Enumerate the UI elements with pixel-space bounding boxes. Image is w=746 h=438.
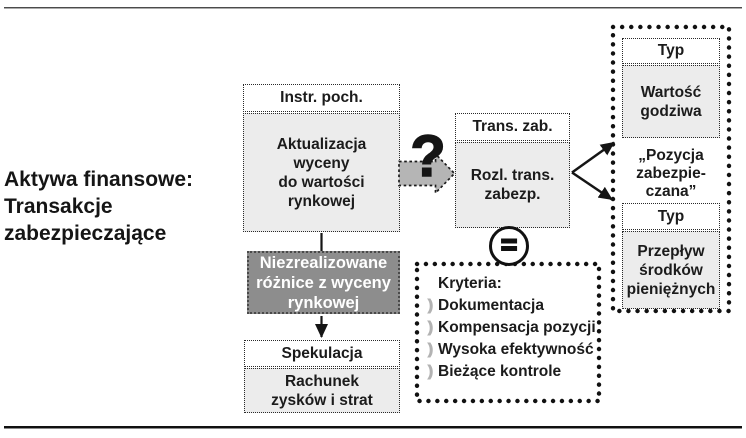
criteria-title: Kryteria: (438, 275, 502, 292)
cash-flow-type-header: Typ (622, 203, 720, 230)
hedge-transaction-box: Trans. zab. Rozl. trans. zabezp. (455, 113, 570, 228)
hedged-position-label: „Pozycja zabezpie- czana” (636, 147, 706, 200)
criteria-item-label: Dokumentacja (438, 297, 544, 314)
equals-badge: = (489, 226, 529, 266)
criteria-item-label: Kompensacja pozycji (438, 319, 596, 336)
list-item: ) Kompensacja pozycji (428, 319, 600, 341)
question-mark: ? (410, 123, 447, 190)
criteria-item-label: Wysoka efektywność (438, 341, 594, 358)
speculation-box-header: Spekulacja (244, 340, 400, 367)
list-item: ) Wysoka efektywność (428, 341, 600, 363)
chevron-bullet-icon: ) (428, 341, 434, 359)
list-item: ) Bieżące kontrole (428, 363, 600, 385)
hedge-box-header: Trans. zab. (455, 113, 570, 141)
page-title: Aktywa finansowe: Transakcje zabezpiecza… (4, 168, 194, 245)
equals-icon: = (500, 229, 518, 260)
chevron-bullet-icon: ) (428, 319, 434, 337)
derivative-box-body: Aktualizacja wyceny do wartości rynkowej (243, 113, 400, 232)
chevron-bullet-icon: ) (428, 363, 434, 381)
top-rule (4, 7, 742, 9)
arrow-hedge-cash-flow (571, 171, 613, 201)
derivative-box-header: Instr. poch. (243, 84, 400, 112)
hedge-box-body: Rozl. trans. zabezp. (455, 142, 570, 228)
bottom-rule (4, 426, 742, 429)
criteria-item-label: Bieżące kontrole (438, 363, 562, 380)
criteria-list: Kryteria: ) Dokumentacja ) Kompensacja p… (428, 275, 600, 385)
speculation-box: Spekulacja Rachunek zysków i strat (244, 340, 400, 413)
fair-value-type-header: Typ (622, 38, 720, 64)
fair-value-box: Typ Wartość godziwa (622, 38, 720, 138)
cash-flow-body: Przepływ środków pieniężnych (622, 231, 720, 309)
fair-value-body: Wartość godziwa (622, 65, 720, 138)
chevron-bullet-icon: ) (428, 297, 434, 315)
arrow-hedge-fair-value (571, 141, 615, 174)
list-item: ) Dokumentacja (428, 297, 600, 319)
cash-flow-box: Typ Przepływ środków pieniężnych (622, 203, 720, 309)
derivative-instrument-box: Instr. poch. Aktualizacja wyceny do wart… (243, 84, 400, 232)
unrealized-differences-box: Niezrealizowane różnice z wyceny rynkowe… (247, 251, 400, 314)
speculation-box-body: Rachunek zysków i strat (244, 368, 400, 413)
